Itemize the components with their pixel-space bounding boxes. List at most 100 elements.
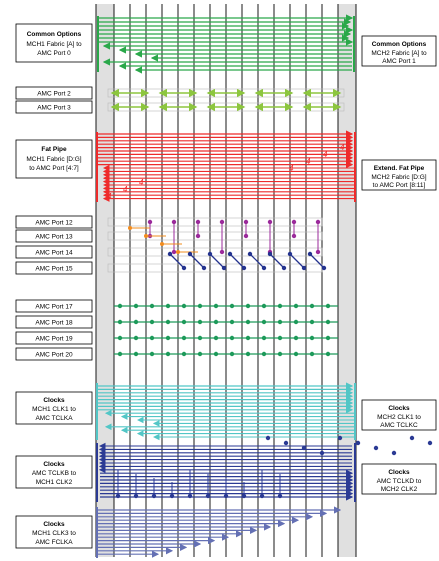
port-node: [165, 335, 171, 341]
port-node: [213, 319, 219, 325]
svg-text:AMC Port 20: AMC Port 20: [35, 352, 73, 359]
left-label-clocks-3: Clocks MCH1 CLK3 to AMC FCLKA: [15, 515, 93, 549]
port-link: [229, 253, 245, 269]
left-label-amc-port-20: AMC Port 20: [15, 347, 93, 361]
port-node: [309, 351, 315, 357]
svg-text:MCH1 CLK3 to: MCH1 CLK3 to: [32, 530, 76, 537]
port-node: [293, 335, 299, 341]
port-node: [301, 265, 307, 271]
port-node: [325, 319, 331, 325]
port-node: [307, 251, 313, 257]
port-node: [219, 219, 225, 225]
port-node: [291, 233, 297, 239]
port-node: [213, 303, 219, 309]
svg-text:MCH2 CLK1 to: MCH2 CLK1 to: [377, 414, 421, 421]
clock-node: [115, 493, 121, 499]
port-node: [243, 233, 249, 239]
mch1-slot-shade: [96, 4, 114, 557]
port-node: [261, 351, 267, 357]
port-node: [229, 319, 235, 325]
left-label-amc-port-14: AMC Port 14: [15, 245, 93, 259]
svg-text:AMC Port 12: AMC Port 12: [35, 220, 73, 227]
port-node: [291, 219, 297, 225]
port-node: [309, 335, 315, 341]
svg-text:4: 4: [323, 150, 328, 159]
svg-text:Clocks: Clocks: [43, 397, 65, 404]
right-label-common: Common Options MCH2 Fabric [A] to AMC Po…: [361, 35, 437, 67]
port-node: [261, 303, 267, 309]
fat-pipe-markers: 4 4 4 4 4 4 4: [107, 143, 345, 201]
clock-node: [319, 450, 325, 456]
amc-port-row-box: [107, 102, 345, 112]
port-node: [325, 303, 331, 309]
port-link: [269, 253, 285, 269]
svg-text:AMC Port 18: AMC Port 18: [35, 320, 73, 327]
left-label-amc-port-3: AMC Port 3: [15, 100, 93, 114]
port-node: [315, 219, 321, 225]
svg-text:to AMC Port [4:7]: to AMC Port [4:7]: [29, 165, 79, 172]
port-node: [321, 265, 327, 271]
port-node: [245, 351, 251, 357]
port-node: [261, 335, 267, 341]
port-node: [277, 351, 283, 357]
svg-text:AMC Port 19: AMC Port 19: [35, 336, 73, 343]
svg-text:AMC TCLKD to: AMC TCLKD to: [377, 478, 422, 485]
amc-port-row-box: [107, 217, 323, 227]
port-node: [245, 335, 251, 341]
svg-text:4: 4: [139, 178, 144, 187]
port-node: [267, 251, 273, 257]
port-node: [195, 233, 201, 239]
port-node: [277, 319, 283, 325]
svg-text:AMC Port 1: AMC Port 1: [382, 58, 416, 65]
clock-node: [169, 493, 175, 499]
clock-node: [373, 445, 379, 451]
left-label-amc-port-12: AMC Port 12: [15, 215, 93, 229]
left-label-common: Common Options MCH1 Fabric [A] to AMC Po…: [15, 23, 93, 63]
svg-text:MCH2 Fabric [D:G]: MCH2 Fabric [D:G]: [371, 174, 426, 181]
port-node: [149, 351, 155, 357]
connection-content: [96, 14, 433, 558]
port-node: [277, 303, 283, 309]
port-node: [133, 319, 139, 325]
port-node: [309, 319, 315, 325]
clock-node: [205, 493, 211, 499]
left-label-amc-port-13: AMC Port 13: [15, 229, 93, 243]
port-node: [176, 250, 180, 254]
svg-text:Clocks: Clocks: [388, 469, 410, 476]
svg-text:MCH1 Fabric [D:G]: MCH1 Fabric [D:G]: [26, 156, 81, 163]
left-label-fat-pipe: Fat Pipe MCH1 Fabric [D:G] to AMC Port […: [15, 139, 93, 179]
svg-text:AMC Port 14: AMC Port 14: [35, 250, 73, 257]
port-node: [181, 265, 187, 271]
svg-text:AMC Port 3: AMC Port 3: [37, 105, 71, 112]
port-node: [165, 303, 171, 309]
clock-node: [391, 450, 397, 456]
svg-text:MCH1 Fabric [A] to: MCH1 Fabric [A] to: [26, 41, 82, 48]
svg-text:AMC FCLKA: AMC FCLKA: [35, 539, 73, 546]
port-node: [167, 251, 173, 257]
port-node: [133, 303, 139, 309]
port-node: [165, 351, 171, 357]
port-node: [160, 242, 164, 246]
port-node: [197, 319, 203, 325]
port-node: [219, 249, 225, 255]
port-node: [325, 351, 331, 357]
port-node: [197, 335, 203, 341]
port-node: [245, 319, 251, 325]
clock-node: [187, 493, 193, 499]
svg-text:4: 4: [289, 164, 294, 173]
port-node: [197, 303, 203, 309]
port-link: [309, 253, 325, 269]
port-node: [261, 319, 267, 325]
port-link: [189, 253, 205, 269]
port-node: [315, 249, 321, 255]
port-node: [197, 351, 203, 357]
mch2-slot-shade: [338, 4, 356, 557]
port-node: [187, 251, 193, 257]
clock-node: [259, 493, 265, 499]
port-node: [195, 219, 201, 225]
right-label-clocks-1: Clocks MCH2 CLK1 to AMC TCLKC: [361, 399, 437, 431]
clock-node: [427, 440, 433, 446]
port-node: [261, 265, 267, 271]
port-node: [247, 251, 253, 257]
